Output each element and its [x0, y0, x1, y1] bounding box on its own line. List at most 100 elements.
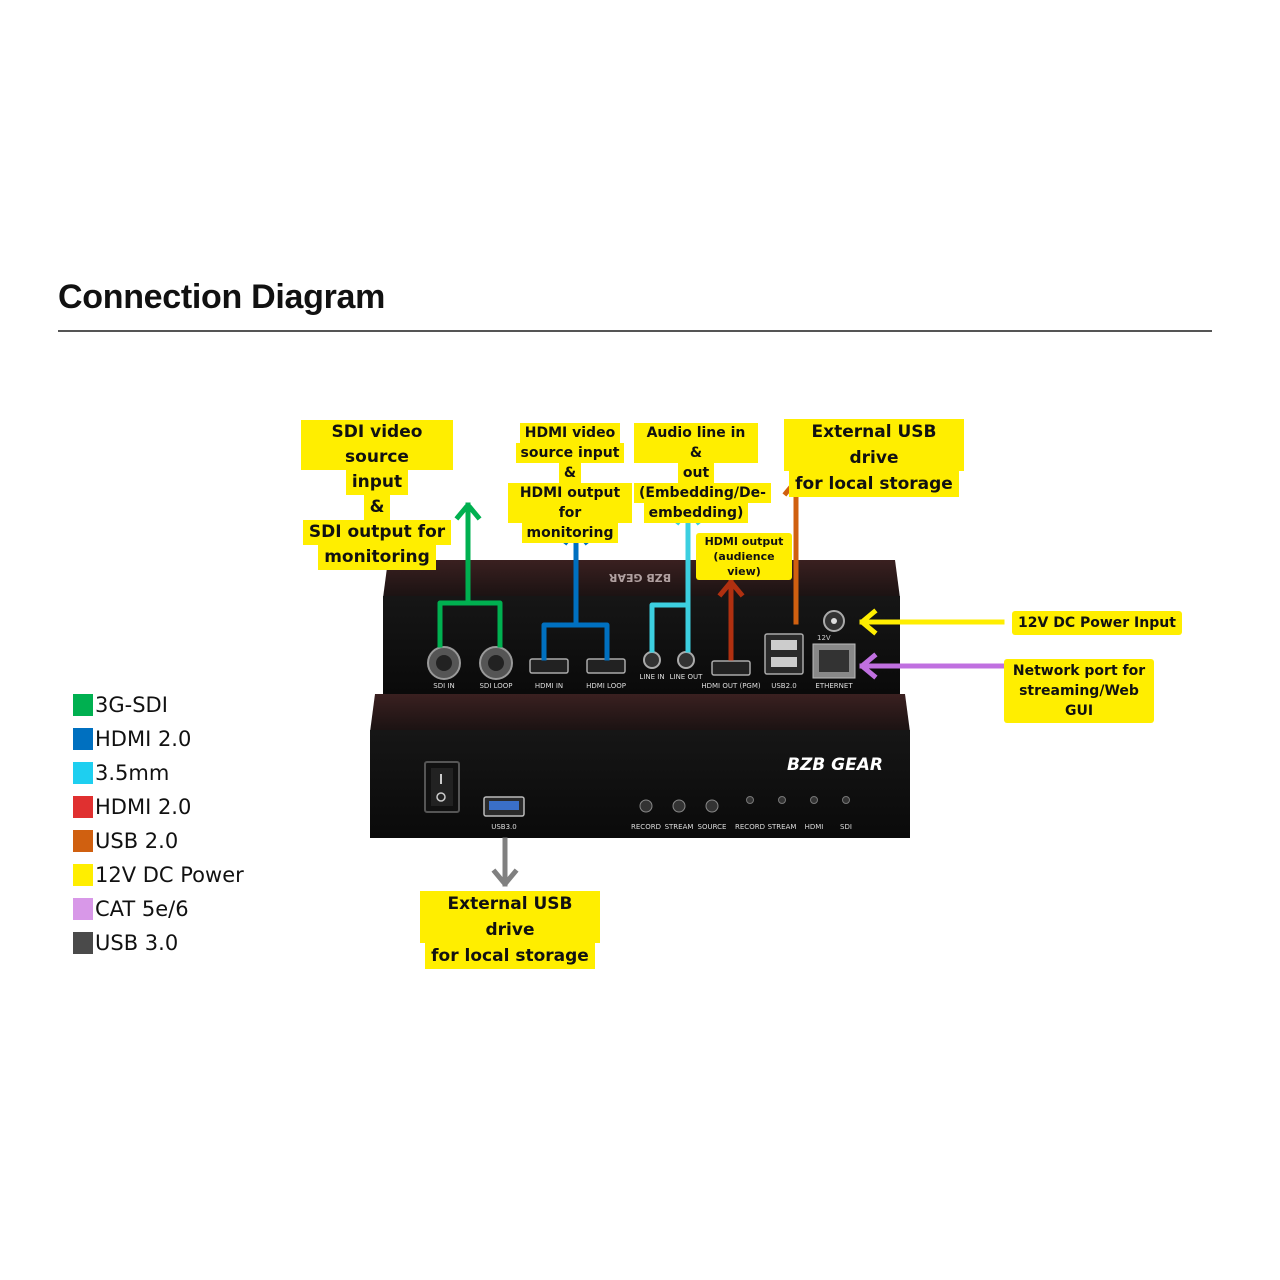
button-label: RECORD — [631, 823, 661, 831]
led-record — [746, 796, 754, 804]
color-legend: 3G-SDI HDMI 2.0 3.5mm HDMI 2.0 USB 2.0 1… — [73, 688, 244, 960]
usb3-port — [483, 796, 525, 817]
ethernet-port — [812, 643, 856, 679]
legend-swatch — [73, 762, 93, 784]
led-label: HDMI — [805, 823, 824, 831]
network-arrow — [859, 652, 1005, 680]
sdi-arrow — [437, 502, 503, 648]
legend-label: CAT 5e/6 — [95, 897, 189, 921]
legend-swatch — [73, 864, 93, 886]
usb3-arrow — [491, 837, 519, 887]
led-label: SDI — [840, 823, 852, 831]
legend-item: CAT 5e/6 — [73, 892, 244, 926]
title-divider — [58, 330, 1212, 332]
callout-line: SDI output for — [302, 520, 452, 545]
callout-line: out — [677, 463, 715, 483]
legend-item: USB 2.0 — [73, 824, 244, 858]
legend-swatch — [73, 830, 93, 852]
hdmi-out-callout: HDMI output (audience view) — [696, 533, 792, 580]
power-label: 12V — [817, 634, 831, 642]
front-logo: BZB GEAR — [787, 755, 883, 775]
callout-line: for local storage — [789, 471, 959, 497]
callout-line: source input — [515, 443, 625, 463]
legend-item: 3.5mm — [73, 756, 244, 790]
led-label: RECORD — [735, 823, 765, 831]
usb3-label: USB3.0 — [491, 823, 517, 831]
dc-power-jack — [823, 610, 845, 632]
hdmi-callout: HDMI video source input & HDMI output fo… — [502, 421, 638, 545]
legend-item: HDMI 2.0 — [73, 790, 244, 824]
legend-swatch — [73, 932, 93, 954]
page-title: Connection Diagram — [58, 278, 386, 316]
legend-label: 3.5mm — [95, 761, 170, 785]
legend-label: HDMI 2.0 — [95, 727, 192, 751]
callout-line: HDMI output for — [508, 483, 632, 523]
usb2-ports — [764, 633, 804, 675]
port-label: LINE OUT — [670, 673, 703, 681]
callout-line: External USB drive — [784, 419, 964, 471]
callout-line: streaming/Web GUI — [1019, 683, 1139, 719]
legend-label: HDMI 2.0 — [95, 795, 192, 819]
legend-item: 3G-SDI — [73, 688, 244, 722]
power-callout: 12V DC Power Input — [1012, 611, 1182, 635]
legend-label: USB 3.0 — [95, 931, 179, 955]
led-label: STREAM — [768, 823, 797, 831]
callout-line: (audience view) — [713, 550, 775, 578]
usb-top-callout: External USB drive for local storage — [778, 417, 970, 499]
rear-unit: BZB GEAR 12V — [383, 560, 900, 694]
callout-line: for local storage — [425, 943, 595, 969]
sdi-callout: SDI video source input & SDI output for … — [295, 418, 459, 572]
power-arrow — [859, 608, 1005, 636]
callout-line: input — [345, 470, 409, 495]
port-label: SDI IN — [433, 682, 454, 690]
callout-line: HDMI output — [704, 535, 784, 548]
callout-line: monitoring — [521, 523, 619, 543]
legend-item: HDMI 2.0 — [73, 722, 244, 756]
front-unit-top — [370, 694, 910, 732]
callout-line: 12V DC Power Input — [1018, 615, 1176, 631]
line-out-jack — [677, 651, 695, 669]
record-button — [639, 799, 653, 813]
legend-label: 12V DC Power — [95, 863, 244, 887]
hdmi-out-arrow — [717, 579, 745, 661]
line-in-jack — [643, 651, 661, 669]
port-label: HDMI OUT (PGM) — [701, 682, 761, 690]
audio-callout: Audio line in & out (Embedding/De- embed… — [628, 421, 771, 525]
front-unit: USB3.0 BZB GEAR RECORD STREAM SOURCE REC… — [370, 694, 910, 838]
button-label: SOURCE — [698, 823, 727, 831]
usb-bottom-callout: External USB drive for local storage — [414, 889, 606, 971]
port-label: SDI LOOP — [479, 682, 512, 690]
rear-top-logo: BZB GEAR — [608, 571, 671, 584]
callout-line: & — [363, 495, 391, 520]
power-switch — [424, 761, 460, 813]
callout-line: monitoring — [318, 545, 436, 570]
legend-swatch — [73, 728, 93, 750]
hdmi-loop-port — [586, 658, 626, 674]
port-label: HDMI IN — [535, 682, 563, 690]
led-sdi — [842, 796, 850, 804]
button-label: STREAM — [665, 823, 694, 831]
sdi-in-port — [427, 646, 461, 680]
port-label: HDMI LOOP — [586, 682, 626, 690]
callout-line: External USB drive — [420, 891, 600, 943]
hdmi-out-port — [711, 660, 751, 676]
callout-line: HDMI video — [519, 423, 621, 443]
callout-line: embedding) — [643, 503, 749, 523]
callout-line: SDI video source — [301, 420, 453, 470]
port-label: LINE IN — [639, 673, 664, 681]
legend-label: 3G-SDI — [95, 693, 168, 717]
legend-label: USB 2.0 — [95, 829, 179, 853]
callout-line: Audio line in & — [634, 423, 758, 463]
port-label: USB2.0 — [771, 682, 797, 690]
legend-swatch — [73, 694, 93, 716]
sdi-loop-port — [479, 646, 513, 680]
port-label: ETHERNET — [815, 682, 853, 690]
callout-line: & — [558, 463, 582, 483]
source-button — [705, 799, 719, 813]
stream-button — [672, 799, 686, 813]
legend-item: 12V DC Power — [73, 858, 244, 892]
network-callout: Network port for streaming/Web GUI — [1004, 659, 1154, 723]
led-hdmi — [810, 796, 818, 804]
legend-item: USB 3.0 — [73, 926, 244, 960]
